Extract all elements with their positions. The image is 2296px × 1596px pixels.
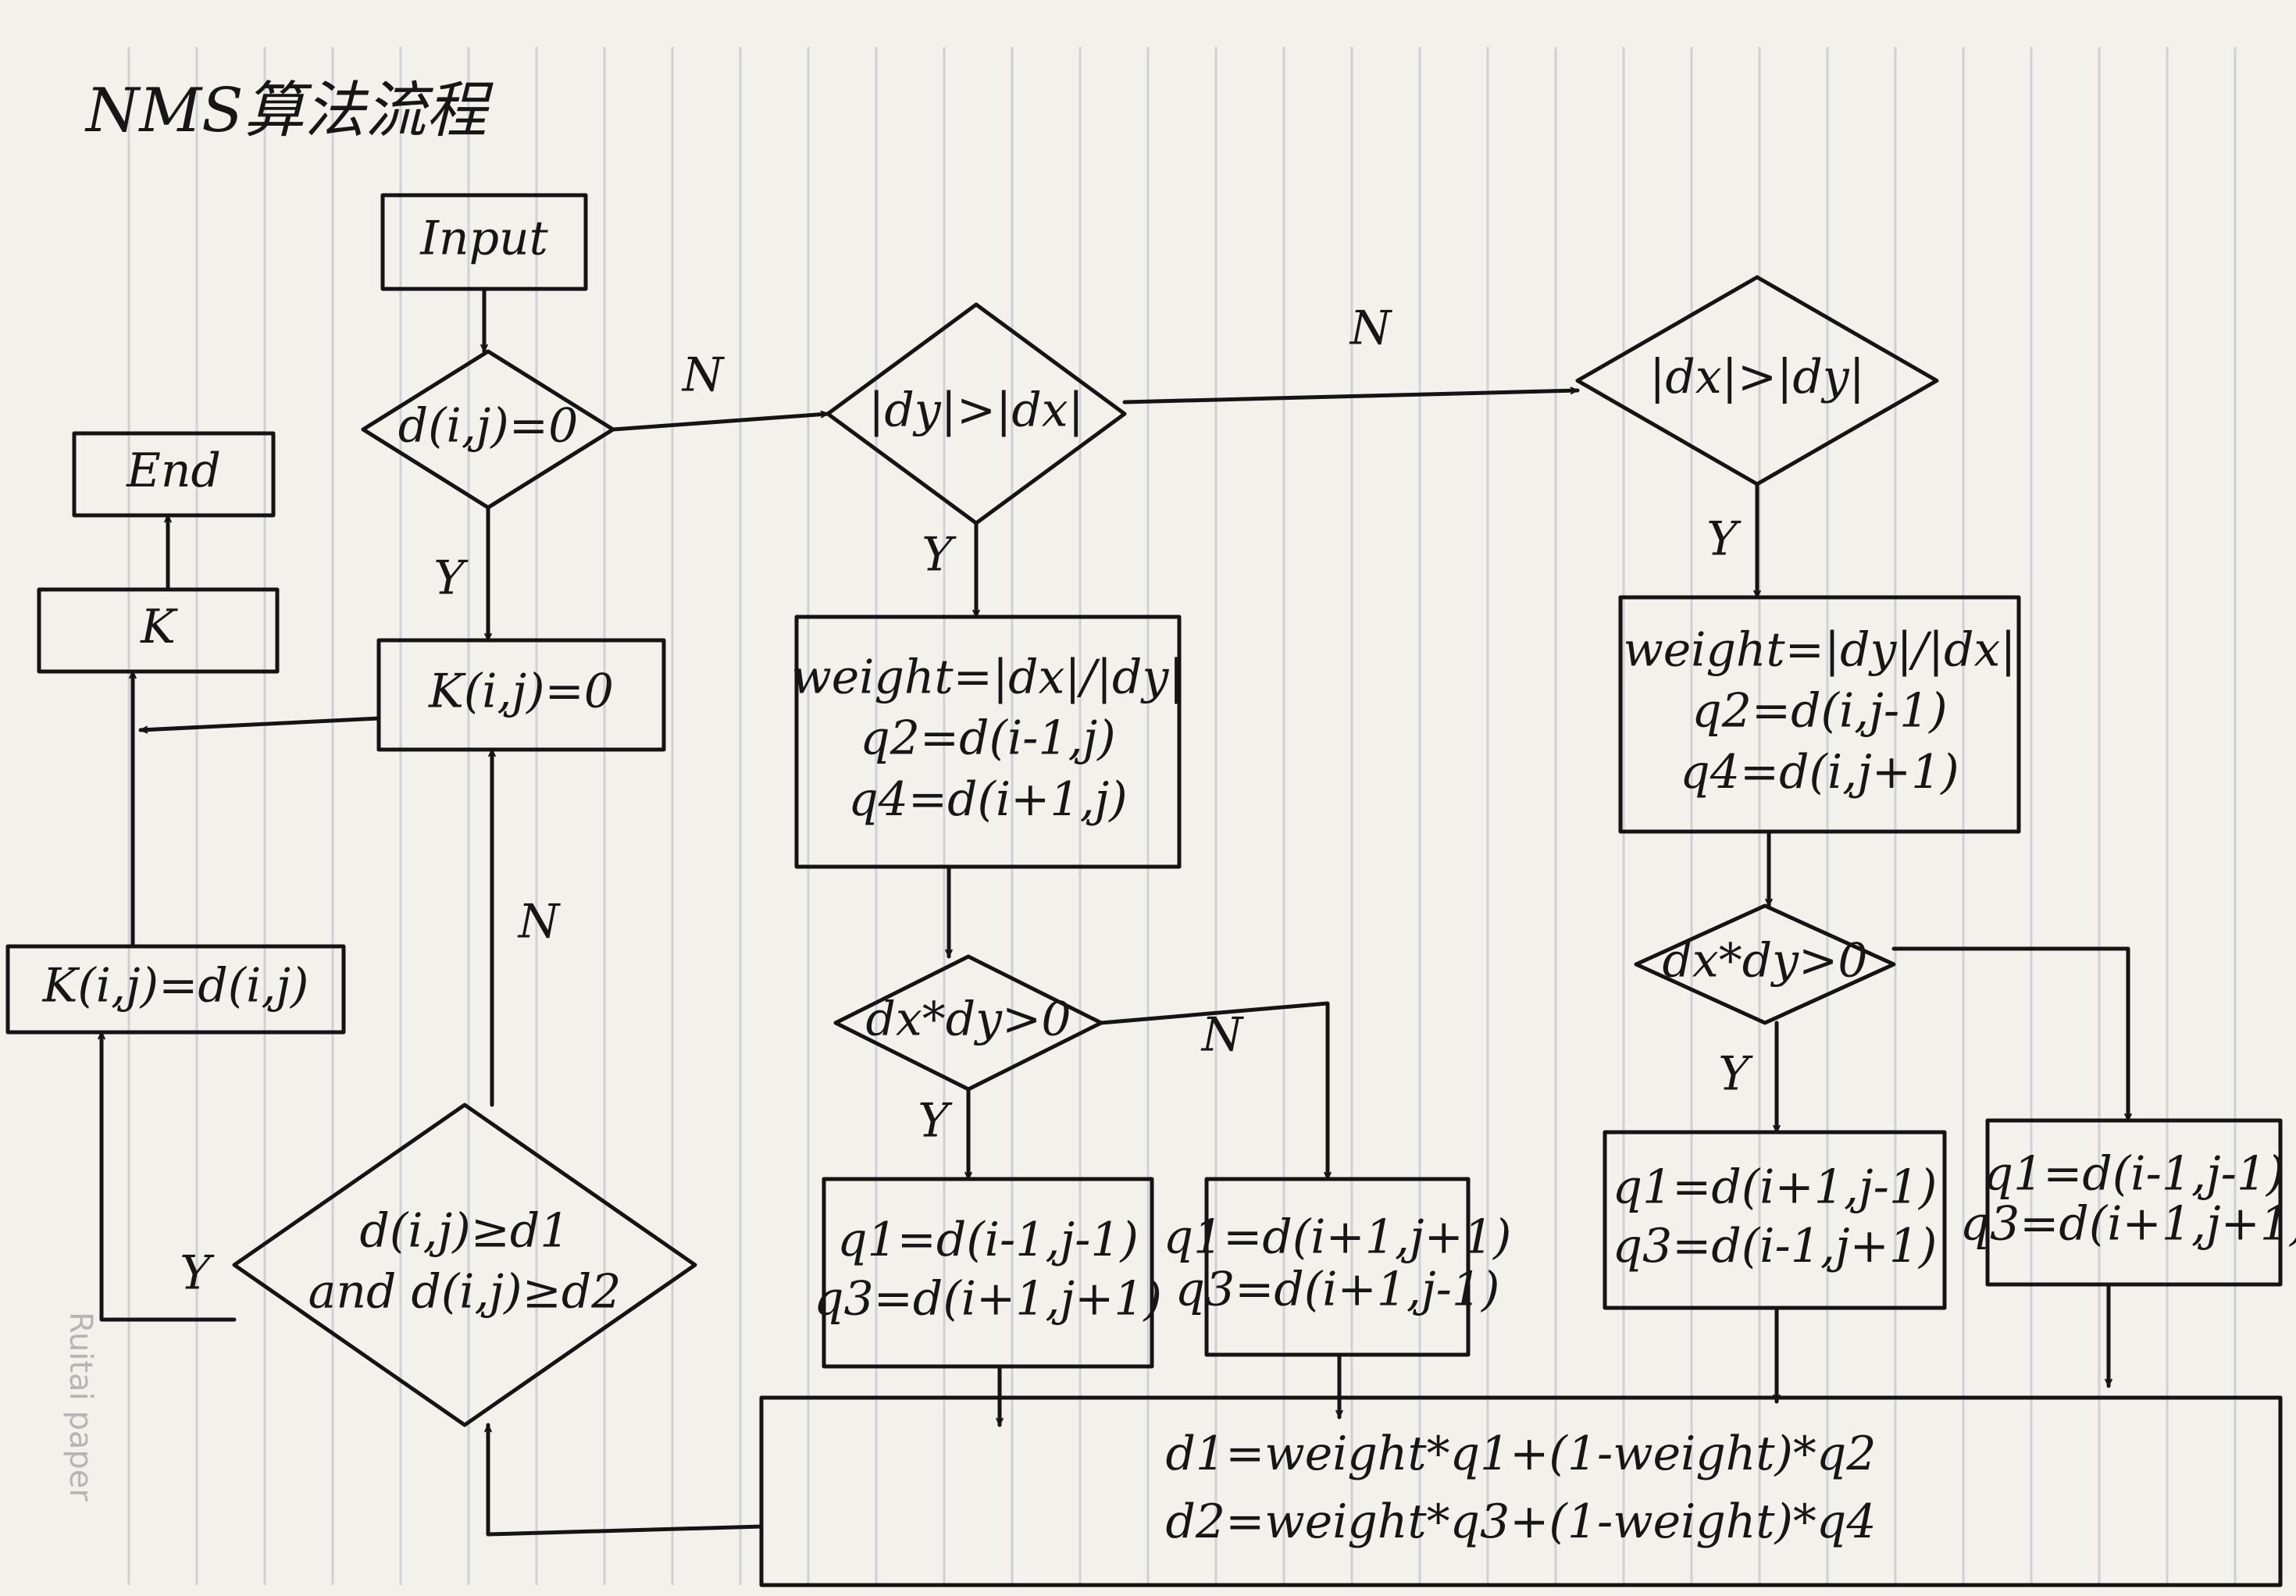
node-end: End — [72, 431, 276, 518]
node-text: d(i,j)≥d1 — [360, 1203, 570, 1258]
node-text: d1=weight*q1+(1-weight)*q2 — [1166, 1427, 1877, 1481]
node-text: q3=d(i+1,j+1) — [1960, 1196, 2296, 1251]
node-q-y-neg: q1=d(i+1,j+1)q3=d(i+1,j-1) — [1164, 1177, 1512, 1357]
edge-label: Y — [433, 551, 469, 606]
node-box — [822, 1177, 1154, 1369]
node-input: Input — [380, 193, 588, 291]
node-text: q3=d(i+1,j+1) — [814, 1271, 1162, 1326]
edge-set-zero-to-k-out — [138, 716, 381, 734]
node-interp: d1=weight*q1+(1-weight)*q2 d2=weight*q3+(… — [759, 1395, 2283, 1587]
node-q-x-pos: q1=d(i+1,j-1)q3=d(i-1,j+1) — [1603, 1130, 1947, 1310]
node-box — [1204, 1177, 1471, 1357]
node-text: q1=d(i+1,j+1) — [1164, 1210, 1512, 1265]
node-dx-gt-dy: |dx|>|dy| — [1575, 275, 1939, 486]
node-box — [794, 615, 1182, 869]
node-k-out: K — [37, 587, 280, 674]
node-q-y-pos: q1=d(i-1,j-1)q3=d(i+1,j+1) — [814, 1177, 1162, 1369]
node-weight-x: weight=|dy|/|dx| q2=d(i,j-1) q4=d(i,j+1) — [1618, 595, 2021, 834]
edge-label: Y — [180, 1246, 215, 1301]
diagram-title: NMS算法流程 — [84, 76, 494, 146]
node-text: weight=|dx|/|dy| — [791, 650, 1184, 704]
node-text: dx*dy>0 — [866, 992, 1071, 1047]
node-text: |dy|>|dx| — [868, 383, 1084, 438]
node-text: and d(i,j)≥d2 — [308, 1265, 622, 1320]
node-text: K — [140, 600, 178, 654]
node-diamond — [833, 954, 1103, 1092]
edge-labels-layer: N Y N Y Y Y N Y N Y — [180, 301, 1753, 1301]
node-box — [376, 638, 666, 752]
node-text: q1=d(i-1,j-1) — [837, 1213, 1139, 1267]
node-text: q4=d(i,j+1) — [1680, 745, 1959, 800]
node-text: q2=d(i-1,j) — [860, 711, 1115, 766]
node-diamond — [1575, 275, 1939, 486]
node-text: End — [126, 444, 221, 498]
node-box — [1618, 595, 2021, 834]
edge-label: N — [681, 348, 726, 403]
edge-compare-to-keep — [98, 1030, 237, 1322]
node-box — [1603, 1130, 1947, 1310]
node-diamond — [361, 349, 615, 510]
node-text: Input — [419, 212, 548, 266]
edge-label: Y — [1706, 512, 1742, 567]
node-box — [380, 193, 588, 291]
node-text: |dx|>|dy| — [1649, 350, 1865, 404]
node-diamond — [825, 302, 1127, 525]
node-text: q3=d(i+1,j-1) — [1175, 1262, 1500, 1316]
edge-label: Y — [922, 528, 957, 582]
edge-label: N — [1200, 1008, 1245, 1063]
node-sign-y: dx*dy>0 — [833, 954, 1103, 1092]
node-text: d2=weight*q3+(1-weight)*q4 — [1166, 1494, 1877, 1549]
edge-dy-gt-dx-to-dx-gt-dy — [1122, 387, 1580, 404]
edges-layer — [98, 287, 2132, 1537]
node-box — [72, 431, 276, 518]
edge-sign-y-to-q-y-neg — [1099, 1001, 1332, 1181]
node-text: q3=d(i-1,j+1) — [1613, 1219, 1938, 1274]
edge-label: N — [1349, 301, 1393, 356]
node-text: q1=d(i-1,j-1) — [1984, 1147, 2285, 1202]
node-text: q4=d(i+1,j) — [848, 772, 1127, 827]
node-keep: K(i,j)=d(i,j) — [5, 944, 346, 1035]
node-box — [5, 944, 346, 1035]
ruled-lines — [127, 47, 2237, 1585]
node-diamond — [232, 1103, 697, 1427]
node-weight-y: weight=|dx|/|dy| q2=d(i-1,j) q4=d(i+1,j) — [791, 615, 1185, 869]
edge-label: N — [517, 895, 562, 949]
node-text: q2=d(i,j-1) — [1692, 684, 1947, 739]
node-diamond — [1634, 903, 1896, 1025]
node-text: dx*dy>0 — [1663, 934, 1868, 989]
node-dy-gt-dx: |dy|>|dx| — [825, 302, 1127, 525]
node-box — [759, 1395, 2283, 1587]
node-text: K(i,j)=0 — [428, 664, 614, 719]
edge-label: Y — [918, 1094, 953, 1149]
node-text: d(i,j)=0 — [398, 399, 579, 454]
node-set-zero: K(i,j)=0 — [376, 638, 666, 752]
edge-label: Y — [1718, 1047, 1753, 1102]
node-text: weight=|dy|/|dx| — [1623, 622, 2016, 677]
edge-interp-to-compare — [484, 1423, 764, 1537]
node-text: q1=d(i+1,j-1) — [1613, 1160, 1938, 1214]
node-check-zero: d(i,j)=0 — [361, 349, 615, 510]
node-sign-x: dx*dy>0 — [1634, 903, 1896, 1025]
brand-watermark: Ruitai paper — [62, 1312, 98, 1502]
node-text: K(i,j)=d(i,j) — [42, 959, 309, 1014]
node-box — [37, 587, 280, 674]
node-q-x-neg: q1=d(i-1,j-1)q3=d(i+1,j+1) — [1960, 1118, 2296, 1287]
node-box — [1985, 1118, 2283, 1287]
edge-sign-x-to-q-x-neg — [1891, 946, 2132, 1123]
edge-check-zero-to-dy-gt-dx — [611, 410, 830, 432]
node-compare: d(i,j)≥d1 and d(i,j)≥d2 — [232, 1103, 697, 1427]
